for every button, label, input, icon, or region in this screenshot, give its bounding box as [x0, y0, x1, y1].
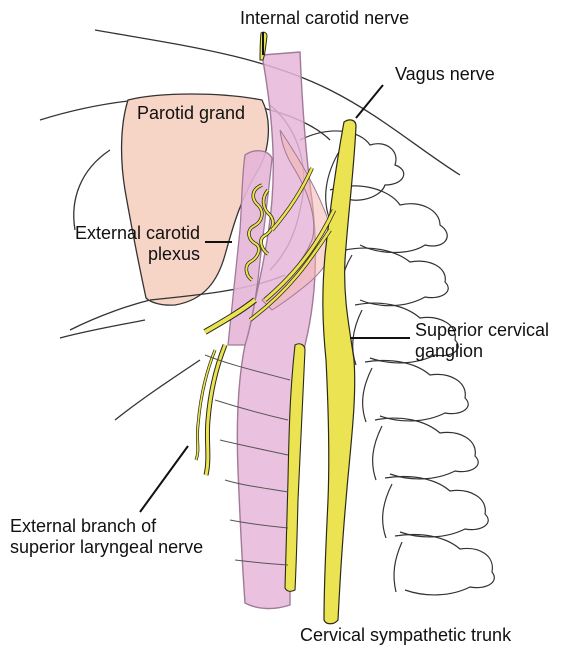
label-superior-cervical-ganglion: Superior cervical ganglion: [415, 320, 549, 362]
label-external-branch-line1: External branch of: [10, 516, 203, 537]
label-cervical-sympathetic-trunk: Cervical sympathetic trunk: [300, 625, 511, 646]
label-external-carotid-plexus-line2: plexus: [40, 244, 200, 265]
label-external-carotid-plexus: External carotid plexus: [40, 223, 200, 265]
label-superior-cervical-ganglion-line2: ganglion: [415, 341, 549, 362]
leader-external-branch: [140, 446, 188, 512]
label-external-carotid-plexus-line1: External carotid: [40, 223, 200, 244]
label-parotid-gland: Parotid grand: [137, 103, 245, 124]
label-internal-carotid-nerve: Internal carotid nerve: [240, 8, 409, 29]
label-vagus-nerve: Vagus nerve: [395, 64, 495, 85]
vagus-nerve: [323, 120, 356, 624]
label-external-branch-superior-laryngeal-nerve: External branch of superior laryngeal ne…: [10, 516, 203, 558]
external-branch-superior-laryngeal-nerve: [196, 345, 225, 475]
label-external-branch-line2: superior laryngeal nerve: [10, 537, 203, 558]
label-superior-cervical-ganglion-line1: Superior cervical: [415, 320, 549, 341]
